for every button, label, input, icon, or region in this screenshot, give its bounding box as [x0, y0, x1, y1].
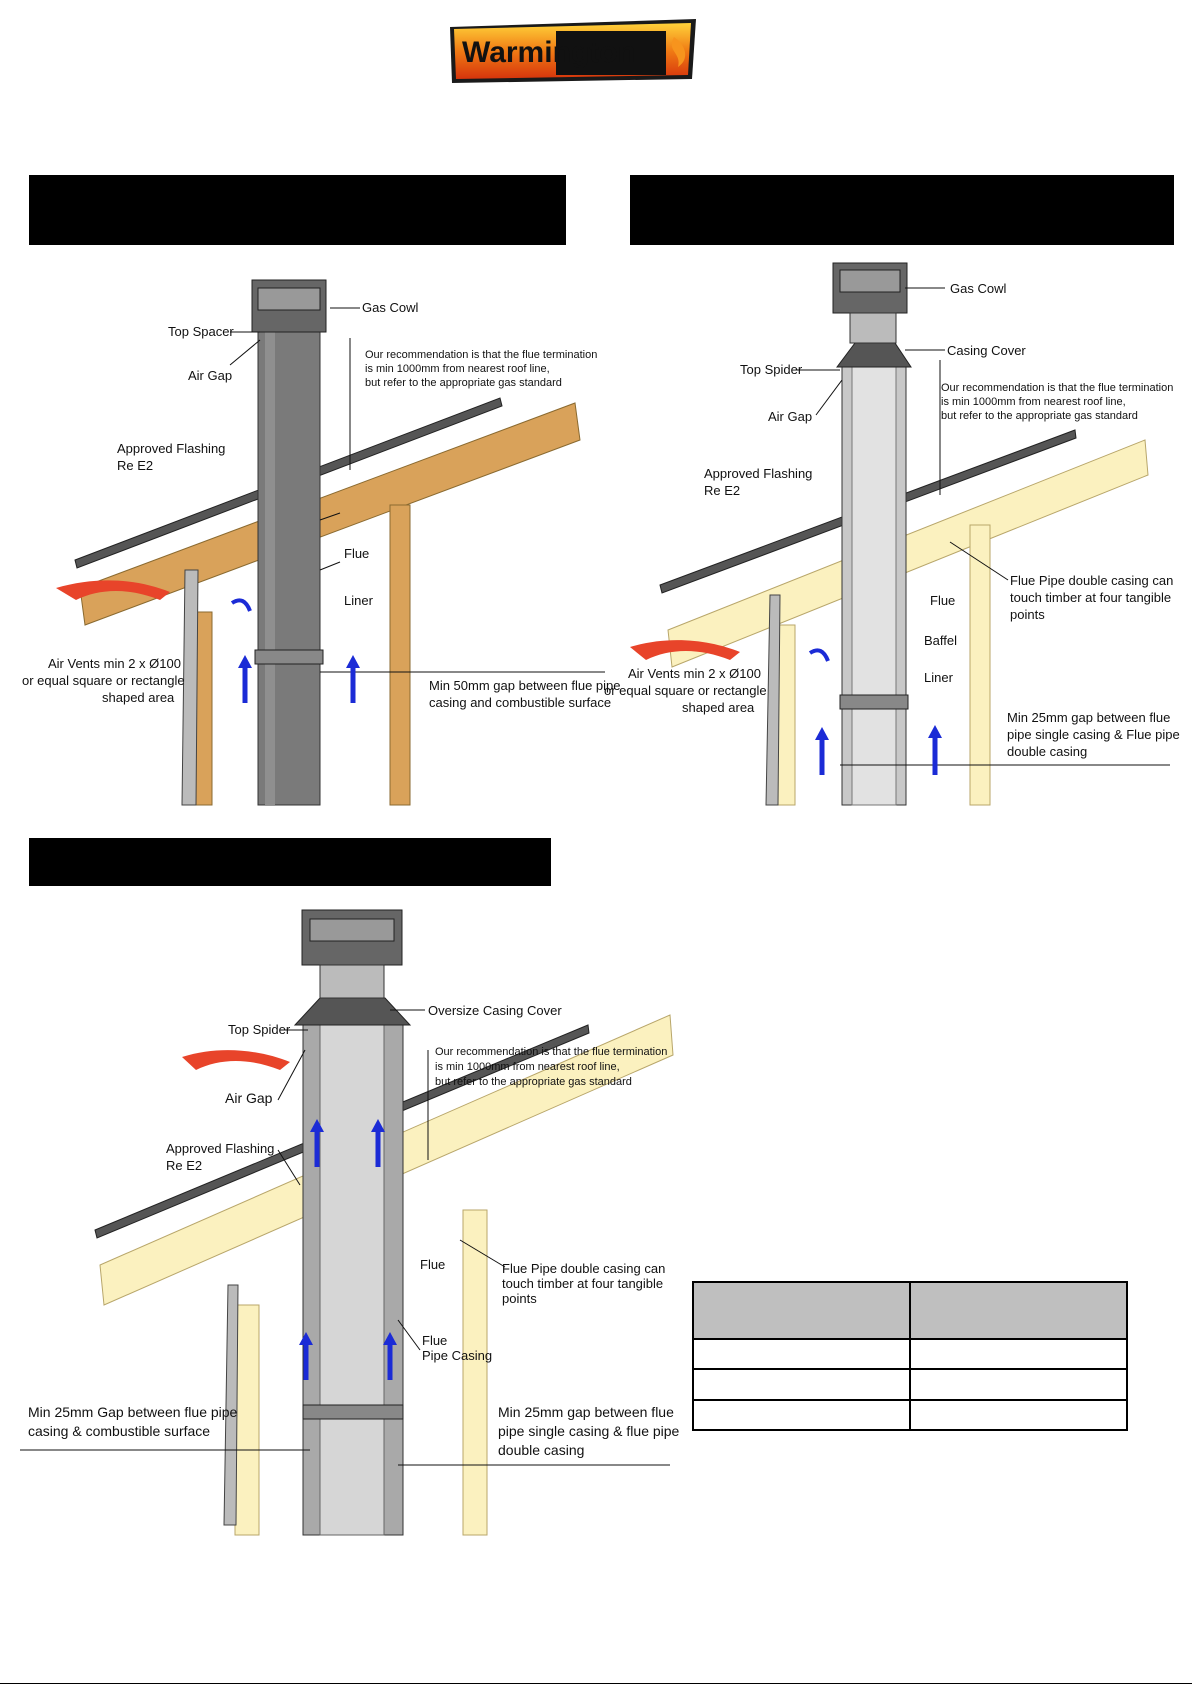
airflow-arrow-icon	[808, 648, 830, 662]
label-flue: Flue	[930, 593, 955, 608]
diagram-oversize-casing: Oversize Casing Cover Top Spider Our rec…	[20, 909, 680, 1536]
label-gas-cowl: Gas Cowl	[362, 300, 418, 315]
label-double-casing-2: touch timber at four tangible	[1010, 590, 1171, 605]
label-flashing-1: Approved Flashing	[704, 466, 812, 481]
label-air-vents-3: shaped area	[682, 700, 755, 715]
label-gap-2: pipe single casing & Flue pipe	[1007, 727, 1180, 742]
table-cell	[909, 1337, 1128, 1371]
label-gas-cowl: Gas Cowl	[950, 281, 1006, 296]
label-recommendation-3: but refer to the appropriate gas standar…	[365, 377, 562, 389]
label-double-casing-2: touch timber at four tangible	[502, 1276, 663, 1291]
table-row	[692, 1398, 1128, 1432]
warmington-logo: Warmington	[450, 19, 696, 83]
label-air-gap: Air Gap	[188, 368, 232, 383]
label-double-casing-1: Flue Pipe double casing can	[502, 1261, 665, 1276]
label-recommendation-1: Our recommendation is that the flue term…	[435, 1046, 667, 1058]
table-cell	[909, 1398, 1128, 1432]
label-recommendation-3: but refer to the appropriate gas standar…	[941, 410, 1138, 422]
label-gap-right-3: double casing	[498, 1442, 584, 1458]
label-recommendation-2: is min 1000mm from nearest roof line,	[435, 1061, 620, 1073]
label-double-casing-3: points	[502, 1291, 537, 1306]
diagram-double-casing: Gas Cowl Casing Cover Top Spider Air Gap…	[604, 262, 1180, 806]
label-gap-right-2: pipe single casing & flue pipe	[498, 1423, 680, 1439]
label-top-spider: Top Spider	[228, 1022, 291, 1037]
label-air-vents-2: or equal square or rectangle	[22, 673, 185, 688]
label-flashing-2: Re E2	[166, 1158, 202, 1173]
label-flue-pipe-casing-1: Flue	[422, 1333, 447, 1348]
label-flashing-1: Approved Flashing	[117, 441, 225, 456]
label-gap-left-2: casing & combustible surface	[28, 1423, 210, 1439]
label-flashing-2: Re E2	[117, 458, 153, 473]
table-header-cell	[692, 1281, 911, 1340]
table-row	[692, 1368, 1128, 1401]
label-top-spider: Top Spider	[740, 362, 803, 377]
table-cell	[909, 1368, 1128, 1401]
label-air-gap: Air Gap	[768, 409, 812, 424]
label-flashing-2: Re E2	[704, 483, 740, 498]
label-recommendation-1: Our recommendation is that the flue term…	[365, 349, 597, 361]
label-double-casing-1: Flue Pipe double casing can	[1010, 573, 1173, 588]
label-recommendation-3: but refer to the appropriate gas standar…	[435, 1076, 632, 1088]
label-oversize-casing-cover: Oversize Casing Cover	[428, 1003, 562, 1018]
label-flue-pipe-casing-2: Pipe Casing	[422, 1348, 492, 1363]
airflow-arrow-icon	[230, 598, 252, 612]
label-air-vents-1: Air Vents min 2 x Ø100	[628, 666, 761, 681]
heading-banner-2	[630, 175, 1174, 245]
label-baffel: Baffel	[924, 633, 957, 648]
label-gap-right-1: Min 25mm gap between flue	[498, 1404, 674, 1420]
table-row	[692, 1337, 1128, 1371]
heading-banner-1	[29, 175, 566, 245]
label-air-vents-1: Air Vents min 2 x Ø100	[48, 656, 181, 671]
label-liner: Liner	[924, 670, 954, 685]
label-gap-2: casing and combustible surface	[429, 695, 611, 710]
table-cell	[692, 1337, 911, 1371]
label-flashing-1: Approved Flashing	[166, 1141, 274, 1156]
label-flue: Flue	[420, 1257, 445, 1272]
label-gap-1: Min 50mm gap between flue pipe	[429, 678, 621, 693]
flame-icon	[671, 37, 686, 67]
label-gap-3: double casing	[1007, 744, 1087, 759]
table-cell	[692, 1398, 911, 1432]
table-header-cell	[909, 1281, 1128, 1340]
label-recommendation-2: is min 1000mm from nearest roof line,	[941, 396, 1126, 408]
label-gap-1: Min 25mm gap between flue	[1007, 710, 1170, 725]
logo-text: Warmington	[462, 36, 636, 69]
table-header-row	[692, 1281, 1128, 1340]
label-recommendation-1: Our recommendation is that the flue term…	[941, 382, 1173, 394]
label-air-vents-3: shaped area	[102, 690, 175, 705]
spec-table	[692, 1281, 1128, 1432]
table-cell	[692, 1368, 911, 1401]
diagram-single-casing: Gas Cowl Top Spacer Air Gap Our recommen…	[22, 279, 621, 806]
label-double-casing-3: points	[1010, 607, 1045, 622]
label-casing-cover: Casing Cover	[947, 343, 1026, 358]
label-top-spacer: Top Spacer	[168, 324, 234, 339]
label-liner: Liner	[344, 593, 374, 608]
heading-banner-3	[29, 838, 551, 886]
label-gap-left-1: Min 25mm Gap between flue pipe	[28, 1404, 238, 1420]
label-air-vents-2: or equal square or rectangle	[604, 683, 767, 698]
label-recommendation-2: is min 1000mm from nearest roof line,	[365, 363, 550, 375]
page-bottom-rule	[0, 1683, 1192, 1684]
label-air-gap: Air Gap	[225, 1090, 273, 1106]
label-flue: Flue	[344, 546, 369, 561]
